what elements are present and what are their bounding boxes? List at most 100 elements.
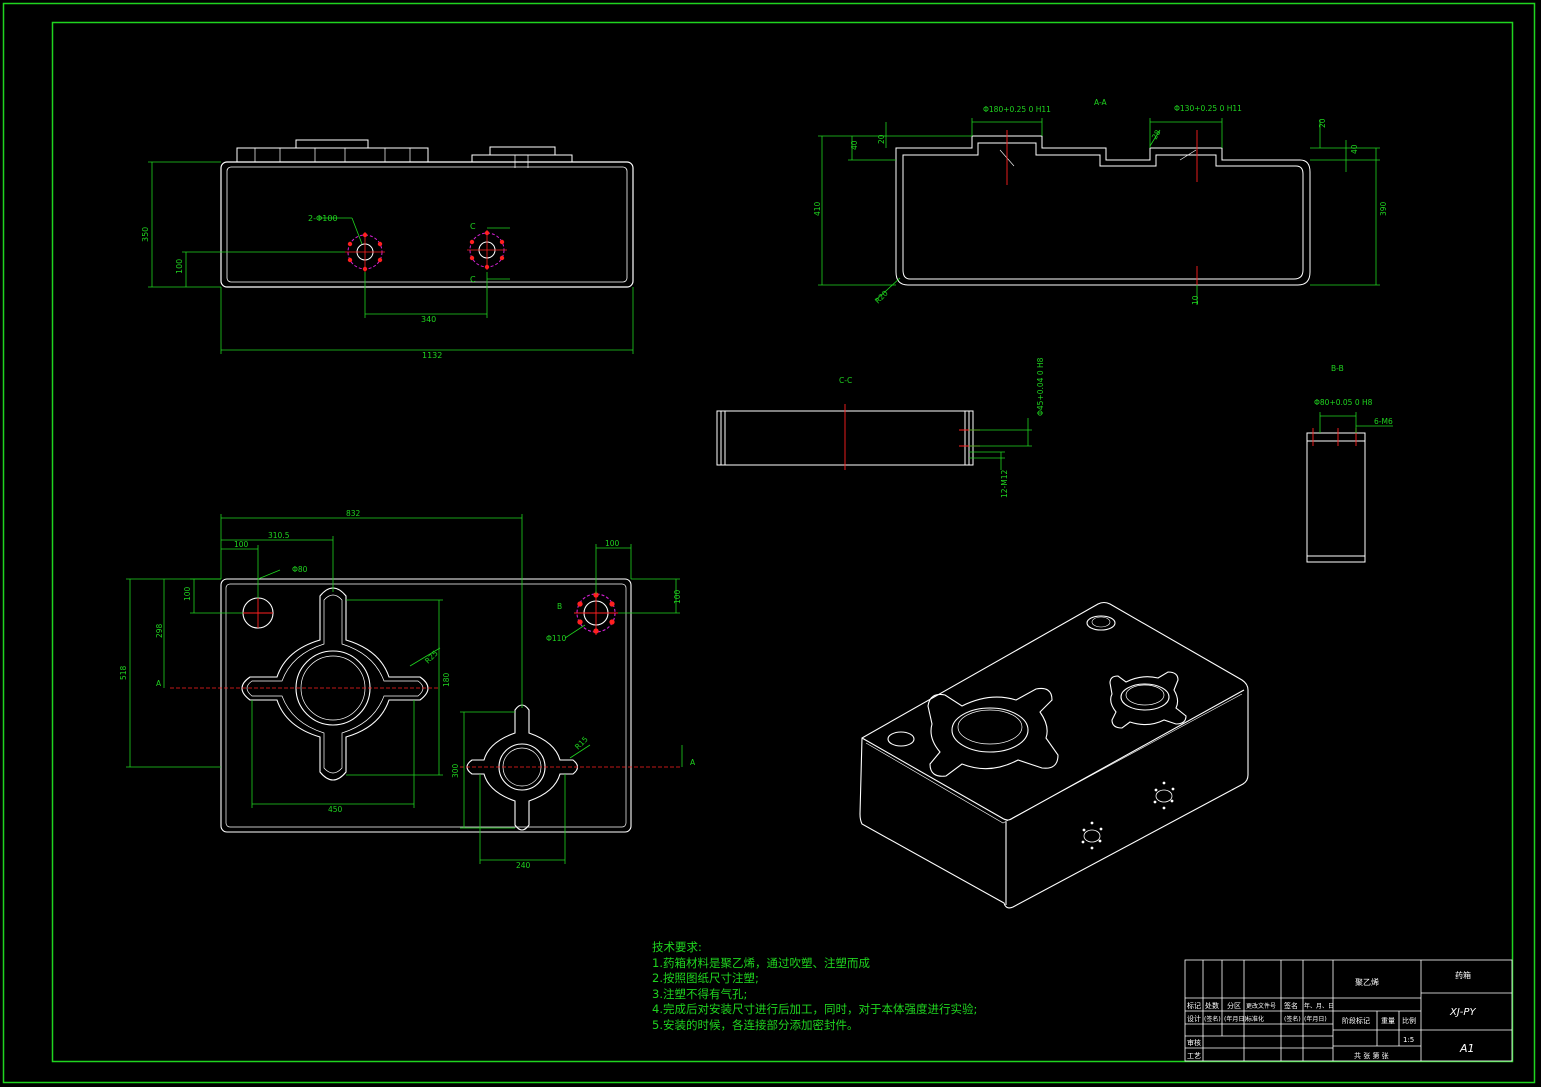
- section-a-a-centerlines: [1006, 130, 1198, 285]
- section-a-a: [895, 135, 1311, 286]
- section-a-a-dim-left-step: 20: [877, 134, 886, 144]
- section-a-a-dim-right-top: 20: [1318, 118, 1327, 128]
- tb-d-0: 设计: [1187, 1014, 1201, 1023]
- plan-dim-depth: 518: [119, 665, 128, 680]
- front-dim-length: 1132: [422, 351, 442, 360]
- plan-dim-large-w: 450: [328, 805, 343, 814]
- tb-h-1: 处数: [1205, 1001, 1219, 1010]
- section-a-a-dim-angle: 28: [1150, 128, 1163, 141]
- front-view-labels: 2-Φ100 C C 350 100 340 1132: [141, 214, 476, 360]
- section-a-a-fit-right: Φ130+0.25 0 H11: [1174, 104, 1242, 113]
- plan-radius-large: R25: [423, 648, 440, 665]
- front-view: [220, 139, 634, 288]
- section-c-c-thread: 12-M12: [1000, 470, 1009, 498]
- notes-line-2: 2.按照图纸尺寸注塑;: [652, 971, 759, 985]
- plan-view-dimensions: [126, 514, 683, 864]
- tb-material: 聚乙烯: [1355, 977, 1379, 987]
- section-b-b-labels: B-B Φ80+0.05 0 H8 6-M6: [1314, 364, 1393, 426]
- tb-drawing-no: XJ-PY: [1449, 1007, 1476, 1018]
- tb-sheet-size: A1: [1459, 1042, 1475, 1055]
- inner-frame: [51, 21, 1514, 1063]
- tb-review: 审核: [1187, 1038, 1201, 1047]
- section-b-b-thread: 6-M6: [1374, 417, 1393, 426]
- tb-h-0: 标记: [1187, 1001, 1201, 1010]
- section-a-a-dim-wall: 10: [1191, 295, 1200, 305]
- plan-dim-offset-x: 310.5: [268, 531, 290, 540]
- tb-part-name: 药箱: [1455, 970, 1471, 980]
- plan-section-a-right: A: [690, 758, 696, 767]
- tb-d-2: (年月日): [1224, 1015, 1247, 1023]
- front-view-dimensions: [148, 161, 634, 354]
- front-section-c-bottom: C: [470, 275, 476, 284]
- front-hole-callout: 2-Φ100: [308, 214, 338, 223]
- plan-view-labels: 832 310.5 100 Φ80 100 298 518 A A R25 18…: [119, 509, 696, 870]
- tb-scale-label: 比例: [1402, 1016, 1416, 1025]
- section-c-c-centerlines: [844, 404, 980, 470]
- section-a-a-dim-left-total: 410: [813, 201, 822, 216]
- section-a-a-title: A-A: [1094, 98, 1108, 107]
- plan-dim-b-right: 100: [605, 539, 620, 548]
- section-a-a-labels: A-A Φ180+0.25 0 H11 Φ130+0.25 0 H11 40 2…: [813, 98, 1388, 305]
- tb-d-1: (签名): [1204, 1015, 1221, 1023]
- section-c-c-fit: Φ45+0.04 0 H8: [1036, 357, 1045, 416]
- plan-view-red: [243, 591, 618, 635]
- notes-line-5: 5.安装的时候，各连接部分添加密封件。: [652, 1017, 859, 1032]
- isometric-bolt-holes: [1081, 781, 1175, 850]
- plan-dim-cross-h: 180: [442, 672, 451, 687]
- plan-dim-top-hole: 100: [183, 586, 192, 601]
- section-b-b-title: B-B: [1331, 364, 1344, 373]
- plan-view-section-lines: [170, 687, 682, 768]
- plan-section-b: B: [557, 602, 562, 611]
- tb-h-3: 更改文件号: [1246, 1002, 1276, 1010]
- tb-h-4: 签名: [1284, 1001, 1298, 1010]
- section-b-b-centerlines: [1312, 428, 1357, 446]
- section-a-a-dimensions: [818, 118, 1380, 305]
- section-c-c-labels: C-C Φ45+0.04 0 H8 12-M12: [839, 357, 1045, 498]
- section-a-a-dim-radius: R20: [873, 288, 890, 305]
- front-section-c-top: C: [470, 222, 476, 231]
- plan-hole-callout: Φ80: [292, 565, 308, 574]
- plan-dim-b-right-v: 100: [673, 589, 682, 604]
- front-dim-offset: 100: [175, 259, 184, 274]
- plan-dim-left-edge: 100: [234, 540, 249, 549]
- notes-line-3: 3.注塑不得有气孔;: [652, 986, 748, 1001]
- title-block: [1184, 959, 1513, 1062]
- section-c-c-title: C-C: [839, 376, 852, 385]
- section-b-b: [1306, 432, 1366, 563]
- title-block-text: 聚乙烯 药箱 XJ-PY A1 1:5 标记 处数 分区 更改文件号 签名 年、…: [1187, 970, 1476, 1060]
- section-a-a-dim-right-total: 390: [1379, 201, 1388, 216]
- tb-d-4: (签名): [1284, 1015, 1301, 1023]
- plan-dim-width: 832: [346, 509, 361, 518]
- notes-title: 技术要求:: [652, 940, 702, 954]
- tb-h-2: 分区: [1227, 1001, 1241, 1010]
- section-b-b-fit: Φ80+0.05 0 H8: [1314, 398, 1373, 407]
- plan-radius-small: R15: [573, 734, 590, 751]
- tb-h-5: 年、月、日: [1304, 1002, 1334, 1010]
- plan-dim-a-pos: 298: [155, 623, 164, 638]
- technical-requirements: 技术要求: 1.药箱材料是聚乙烯，通过吹塑、注塑而成 2.按照图纸尺寸注塑; 3…: [652, 940, 977, 1033]
- notes-line-1: 1.药箱材料是聚乙烯，通过吹塑、注塑而成: [652, 955, 870, 970]
- tb-d-5: (年月日): [1304, 1015, 1327, 1023]
- tb-stage: 阶段标记: [1342, 1016, 1370, 1025]
- tb-scale: 1:5: [1403, 1036, 1414, 1044]
- tb-d-3: 标准化: [1246, 1015, 1264, 1023]
- section-a-a-fit-left: Φ180+0.25 0 H11: [983, 105, 1051, 114]
- tb-weight: 重量: [1381, 1017, 1395, 1025]
- section-b-b-dimensions: [1319, 412, 1393, 433]
- isometric-view: [859, 601, 1249, 909]
- plan-section-a-left: A: [156, 679, 162, 688]
- plan-dim-small-w: 240: [516, 861, 531, 870]
- plan-view: [220, 578, 632, 833]
- plan-hole-b-callout: Φ110: [546, 634, 566, 643]
- tb-sheets: 共 张 第 张: [1354, 1051, 1389, 1060]
- section-a-a-dim-right-step: 40: [1350, 144, 1359, 154]
- tb-process: 工艺: [1187, 1052, 1201, 1060]
- front-dim-height: 350: [141, 227, 150, 242]
- front-dim-spacing: 340: [421, 315, 436, 324]
- notes-line-4: 4.完成后对安装尺寸进行后加工，同时，对于本体强度进行实验;: [652, 1002, 978, 1016]
- section-c-c-dimensions: [969, 418, 1032, 470]
- section-a-a-dim-left-small: 40: [850, 140, 859, 150]
- plan-dim-small-v: 300: [451, 763, 460, 778]
